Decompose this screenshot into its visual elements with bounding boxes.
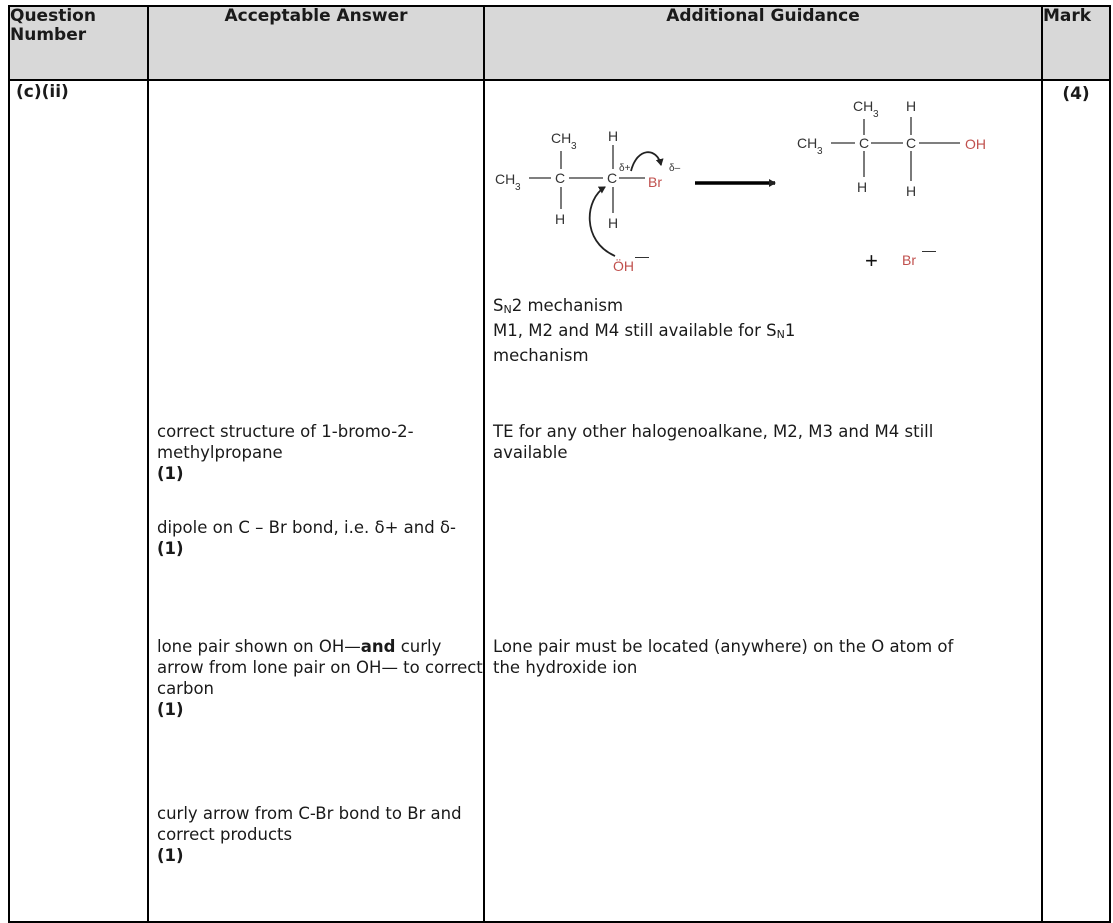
answer-lone-pair: lone pair shown on OH—and curly arrow fr… (149, 636, 499, 720)
plus-sign: + (865, 248, 878, 273)
product-ch3-top: CH (853, 98, 873, 114)
reactant-h-top: H (608, 128, 618, 144)
answer-dipole-text: dipole on C – Br bond, i.e. δ+ and δ- (157, 518, 456, 537)
reactant-c1: C (555, 170, 565, 186)
mark-scheme-table: Question Number Acceptable Answer Additi… (8, 5, 1111, 923)
answer-structure: correct structure of 1-bromo-2-methylpro… (149, 421, 499, 484)
product-h-top: H (906, 98, 916, 114)
guidance-lone-pair: Lone pair must be located (anywhere) on … (493, 637, 954, 677)
answer-lone-pair-mark: (1) (157, 700, 184, 719)
mechanism-text: mechanism (493, 346, 589, 365)
mark-scheme-page: Question Number Acceptable Answer Additi… (8, 5, 1111, 923)
answer-row: (c)(ii) correct structure of 1-bromo-2-m… (8, 79, 1111, 923)
header-question-number: Question Number (8, 5, 149, 81)
header-acceptable-answer: Acceptable Answer (147, 5, 485, 81)
header-additional-guidance: Additional Guidance (483, 5, 1043, 81)
answer-dipole-mark: (1) (157, 539, 184, 558)
reactant-h-bottom-2: H (608, 215, 618, 231)
product-ch3-left: CH (797, 135, 817, 151)
product-structure: CH 3 H CH 3 C C OH H H + Br — (797, 98, 986, 273)
reactant-c2: C (607, 170, 617, 186)
answer-curly-arrow-text: curly arrow from C-Br bond to Br and cor… (157, 804, 462, 844)
hydroxide-lone-pair: ÖH (613, 257, 634, 274)
svg-text:3: 3 (817, 146, 823, 157)
answer-curly-arrow-mark: (1) (157, 846, 184, 865)
question-number: (c)(ii) (16, 82, 69, 102)
svg-text:3: 3 (571, 141, 577, 152)
acceptable-answer-cell: correct structure of 1-bromo-2-methylpro… (147, 79, 485, 923)
svg-text:—: — (922, 242, 936, 258)
reactant-ch3-top: CH (551, 130, 571, 146)
guidance-mechanism: SN2 mechanism M1, M2 and M4 still availa… (485, 295, 1057, 366)
product-c2: C (906, 135, 916, 151)
product-h-bottom-1: H (857, 179, 867, 195)
product-h-bottom-2: H (906, 183, 916, 199)
question-number-cell: (c)(ii) (8, 79, 149, 923)
svg-text:3: 3 (515, 182, 521, 193)
curly-arrow-oh (588, 186, 616, 257)
svg-text:3: 3 (873, 109, 879, 120)
answer-curly-arrow: curly arrow from C-Br bond to Br and cor… (149, 803, 499, 866)
reactant-br: Br (648, 174, 662, 190)
sn2-mechanism-diagram: CH 3 H CH 3 C C δ+ Br δ– H H ÖH — (495, 98, 986, 274)
delta-minus-label: δ– (669, 163, 681, 174)
reactant-h-bottom-1: H (555, 211, 565, 227)
sn2-mechanism-text: SN2 mechanism (493, 296, 624, 316)
m-line-text: M1, M2 and M4 still available for SN1 (493, 321, 796, 341)
answer-structure-mark: (1) (157, 464, 184, 483)
product-c1: C (859, 135, 869, 151)
reactant-bonds (529, 145, 645, 213)
header-mark: Mark (1041, 5, 1111, 81)
product-bonds (831, 117, 960, 181)
total-mark: (4) (1062, 84, 1090, 104)
answer-lone-pair-text: lone pair shown on OH—and curly arrow fr… (157, 637, 483, 698)
answer-dipole: dipole on C – Br bond, i.e. δ+ and δ- (1… (149, 517, 499, 559)
guidance-te: TE for any other halogenoalkane, M2, M3 … (493, 422, 934, 462)
header-row: Question Number Acceptable Answer Additi… (8, 5, 1111, 81)
svg-text:—: — (635, 248, 649, 264)
additional-guidance-cell: CH 3 H CH 3 C C δ+ Br δ– H H ÖH — (483, 79, 1043, 923)
reactant-ch3-left: CH (495, 171, 515, 187)
product-oh: OH (965, 136, 986, 152)
mark-cell: (4) (1041, 79, 1111, 923)
curly-arrow-br (630, 151, 664, 172)
bromide-ion: Br (902, 252, 916, 268)
reactant-structure: CH 3 H CH 3 C C δ+ Br δ– H H ÖH — (495, 128, 681, 274)
answer-structure-text: correct structure of 1-bromo-2-methylpro… (157, 422, 414, 462)
delta-plus-label: δ+ (619, 163, 631, 174)
